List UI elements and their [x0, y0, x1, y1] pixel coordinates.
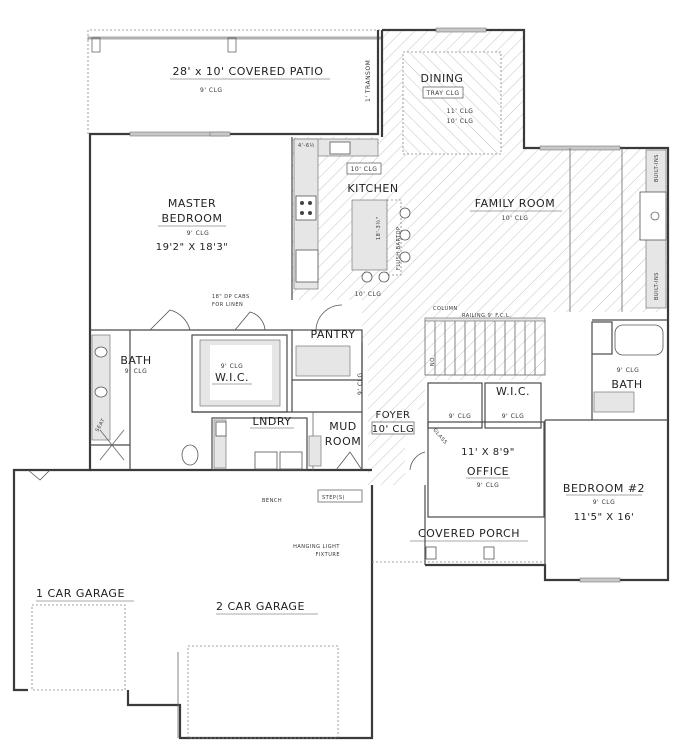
- svg-text:BUILT-INS: BUILT-INS: [654, 154, 660, 182]
- svg-text:9' CLG: 9' CLG: [221, 363, 244, 370]
- svg-text:10' CLG: 10' CLG: [502, 215, 529, 222]
- svg-text:4'-6½: 4'-6½: [298, 142, 315, 149]
- svg-text:10' CLG: 10' CLG: [372, 424, 414, 435]
- svg-text:ROOM: ROOM: [325, 435, 361, 448]
- svg-text:18" DP CABS: 18" DP CABS: [212, 294, 250, 300]
- svg-text:10' CLG: 10' CLG: [351, 166, 378, 173]
- labels: 28' x 10' COVERED PATIO 9' CLG 1' TRANSO…: [36, 60, 660, 615]
- covered-patio: [87, 29, 383, 134]
- doors: [27, 304, 426, 481]
- garage2-label: 2 CAR GARAGE: [216, 600, 305, 613]
- svg-text:18'-3½": 18'-3½": [375, 217, 382, 240]
- fridge-icon: [295, 249, 319, 283]
- svg-text:10' CLG: 10' CLG: [355, 291, 382, 298]
- svg-text:10' CLG: 10' CLG: [447, 118, 474, 125]
- svg-text:19'2" X 18'3": 19'2" X 18'3": [156, 242, 229, 253]
- laundry-fixtures: [213, 419, 322, 470]
- dining-label: DINING: [421, 72, 464, 85]
- covered-porch-label: COVERED PORCH: [418, 527, 520, 540]
- dryer-icon: [279, 451, 303, 470]
- foyer-label: FOYER: [376, 410, 411, 421]
- svg-text:FIXTURE: FIXTURE: [315, 552, 340, 558]
- master-bath-fixtures: [91, 334, 199, 466]
- svg-text:9' CLG: 9' CLG: [477, 482, 500, 489]
- garage-doors: [31, 604, 339, 739]
- range-icon: [295, 195, 317, 221]
- svg-text:FOR LINEN: FOR LINEN: [212, 302, 243, 308]
- svg-text:RAILING 9' F.C.L.: RAILING 9' F.C.L.: [462, 313, 511, 319]
- office-label: OFFICE: [467, 465, 509, 478]
- washer-icon: [254, 451, 278, 470]
- svg-text:BEDROOM: BEDROOM: [162, 212, 223, 225]
- master-bedroom-label: MASTER: [168, 197, 216, 210]
- svg-text:TRAY CLG: TRAY CLG: [426, 90, 460, 97]
- kitchen-label: KITCHEN: [347, 182, 398, 195]
- sink-icon: [329, 141, 351, 155]
- exterior-walls: [12, 27, 670, 740]
- bath2-label: BATH: [611, 378, 642, 391]
- laundry-label: LNDRY: [253, 415, 292, 428]
- svg-text:BUILT-INS: BUILT-INS: [654, 272, 660, 300]
- svg-text:9' CLG: 9' CLG: [593, 499, 616, 506]
- master-bath-label: BATH: [120, 354, 151, 367]
- svg-text:9' CLG: 9' CLG: [357, 372, 364, 395]
- svg-text:9' CLG: 9' CLG: [187, 230, 210, 237]
- kitchen-island: [351, 199, 388, 271]
- wic2-label: W.I.C.: [496, 385, 530, 398]
- svg-text:9' CLG: 9' CLG: [200, 87, 223, 94]
- garage1-label: 1 CAR GARAGE: [36, 587, 125, 600]
- svg-text:1' TRANSOM: 1' TRANSOM: [365, 60, 372, 102]
- fireplace-icon: [639, 191, 667, 241]
- svg-text:11' X 8'9": 11' X 8'9": [461, 447, 515, 458]
- svg-text:STEP(S): STEP(S): [322, 495, 345, 501]
- svg-text:9' CLG: 9' CLG: [617, 367, 640, 374]
- bench: [308, 435, 322, 467]
- svg-text:FLUSH BARTOP: FLUSH BARTOP: [396, 226, 402, 270]
- svg-text:11'5" X 16': 11'5" X 16': [574, 512, 635, 523]
- covered-patio-label: 28' x 10' COVERED PATIO: [173, 65, 324, 78]
- svg-text:COLUMN: COLUMN: [433, 306, 458, 312]
- svg-text:DN: DN: [428, 358, 434, 367]
- bedroom2-label: BEDROOM #2: [563, 482, 645, 495]
- mud-room-label: MUD: [329, 420, 357, 433]
- pantry-label: PANTRY: [310, 328, 355, 341]
- family-room-label: FAMILY ROOM: [475, 197, 555, 210]
- svg-text:9' CLG: 9' CLG: [449, 413, 472, 420]
- svg-text:HANGING LIGHT: HANGING LIGHT: [293, 544, 340, 550]
- stairs: [424, 317, 546, 375]
- interior-walls: [90, 137, 668, 565]
- svg-text:11' CLG: 11' CLG: [447, 108, 474, 115]
- svg-text:GLASS: GLASS: [431, 427, 448, 445]
- svg-text:BENCH: BENCH: [262, 498, 282, 504]
- hatched-living-area: [292, 30, 668, 485]
- family-room-builtins: [569, 148, 667, 312]
- kitchen-fixtures: [293, 138, 411, 290]
- master-wic-label: W.I.C.: [215, 371, 249, 384]
- svg-text:9' CLG: 9' CLG: [125, 368, 148, 375]
- porch: [372, 546, 545, 563]
- svg-text:9' CLG: 9' CLG: [502, 413, 525, 420]
